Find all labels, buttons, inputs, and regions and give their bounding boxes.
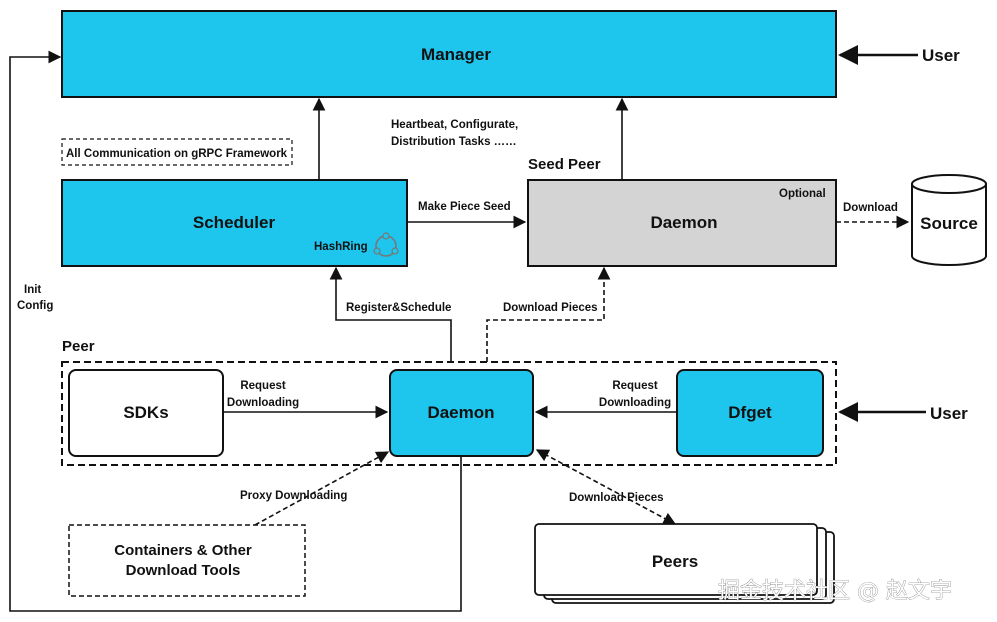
proxy-downloading-label: Proxy Downloading — [240, 490, 347, 502]
dfget-label: Dfget — [728, 403, 772, 422]
init-config-label-1: Init — [24, 284, 41, 296]
peers-stack — [534, 523, 835, 604]
grpc-note-label: All Communication on gRPC Framework — [66, 148, 288, 160]
download-pieces-top-arrow — [486, 266, 611, 362]
heartbeat-label-2: Distribution Tasks …… — [391, 136, 517, 148]
init-config-arrow — [9, 50, 462, 612]
download-pieces-bottom-label: Download Pieces — [569, 492, 664, 504]
sdks-box — [68, 369, 224, 457]
sdks-label: SDKs — [123, 403, 168, 422]
request-left-label-1: Request — [240, 380, 286, 392]
peer-daemon-box — [389, 369, 534, 457]
download-label: Download — [843, 202, 898, 214]
manager-box — [61, 10, 837, 98]
grpc-note-box — [61, 138, 293, 166]
source-database — [911, 174, 987, 266]
containers-box — [68, 524, 306, 597]
seed-daemon-box — [527, 179, 837, 267]
containers-label-1: Containers & Other — [114, 542, 252, 559]
seed-peer-title: Seed Peer — [528, 156, 601, 173]
register-schedule-arrow — [329, 266, 452, 362]
register-schedule-label: Register&Schedule — [346, 302, 451, 314]
make-piece-seed-label: Make Piece Seed — [418, 201, 511, 213]
download-pieces-bottom-arrow — [535, 449, 677, 525]
peer-title: Peer — [62, 338, 95, 355]
hashring-label: HashRing — [314, 241, 368, 253]
request-left-label-2: Downloading — [227, 397, 299, 409]
heartbeat-label-1: Heartbeat, Configurate, — [391, 119, 518, 131]
download-pieces-top-label: Download Pieces — [503, 302, 598, 314]
init-config-label-2: Config — [17, 300, 53, 312]
scheduler-label: Scheduler — [193, 213, 276, 232]
peer-daemon-label: Daemon — [427, 403, 494, 422]
peer-group-box — [61, 361, 837, 466]
user-top-label: User — [922, 46, 960, 65]
dfget-box — [676, 369, 824, 457]
request-right-label-2: Downloading — [599, 397, 671, 409]
proxy-downloading-arrow — [254, 451, 390, 526]
hashring-icon — [373, 232, 399, 257]
peers-label: Peers — [652, 552, 698, 571]
request-right-label-1: Request — [612, 380, 658, 392]
containers-label-2: Download Tools — [126, 562, 241, 579]
seed-daemon-label: Daemon — [650, 213, 717, 232]
optional-label: Optional — [779, 188, 826, 200]
manager-label: Manager — [421, 45, 491, 64]
watermark: 掘金技术社区 @ 赵文宇 — [718, 579, 952, 604]
scheduler-box — [61, 179, 408, 267]
user-right-label: User — [930, 404, 968, 423]
source-label: Source — [920, 214, 978, 233]
